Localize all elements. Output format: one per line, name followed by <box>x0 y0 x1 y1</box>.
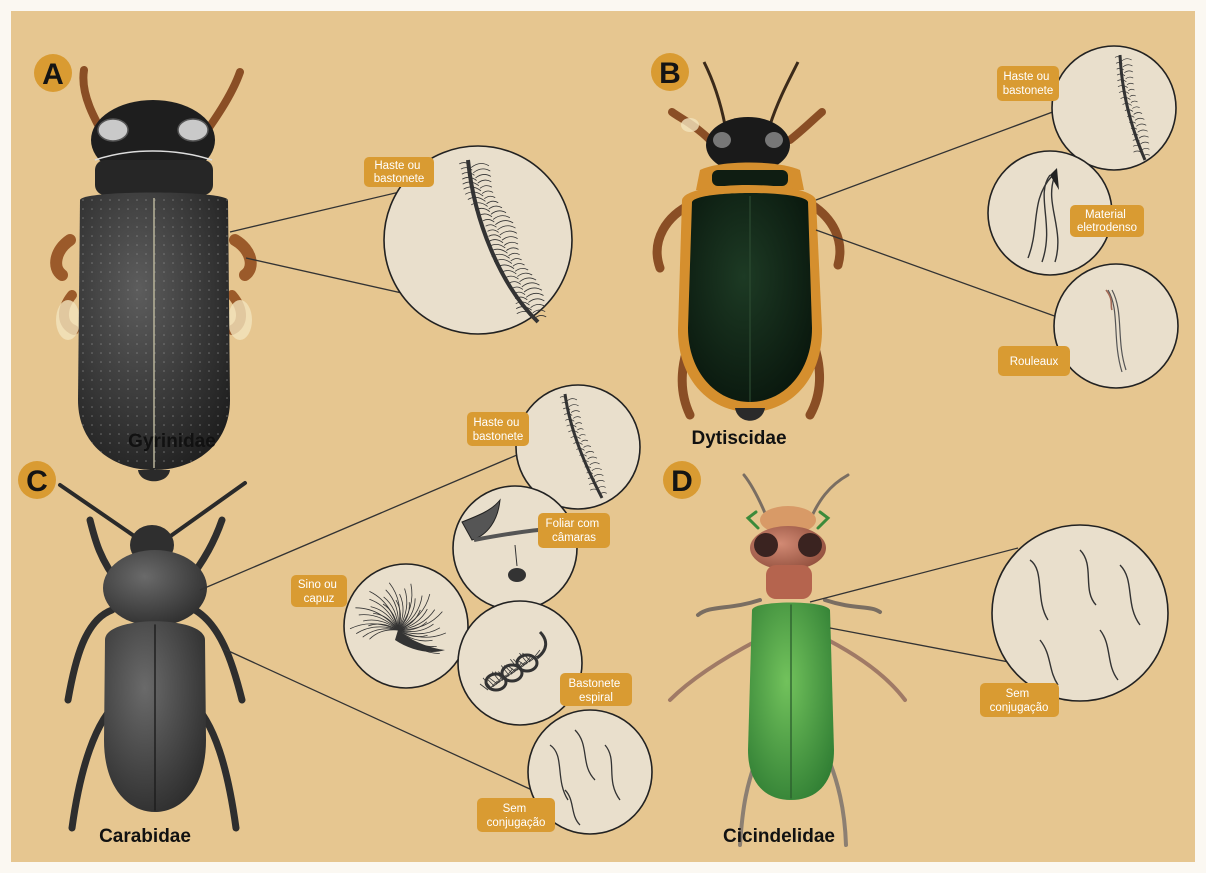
tag-box: Sem conjugação <box>980 683 1059 717</box>
sperm-circle-rod <box>1052 46 1176 170</box>
tag-label-line: bastonete <box>473 431 524 443</box>
tag-label-line: conjugação <box>990 702 1049 714</box>
tag-box: Rouleaux <box>998 346 1070 376</box>
tag-label-line: Haste ou <box>1003 71 1049 83</box>
svg-text:Rouleaux: Rouleaux <box>1010 356 1059 368</box>
sperm-circle-bell <box>344 564 468 688</box>
panel-letter: C <box>26 465 48 498</box>
tag-box: Bastonete espiral <box>560 673 632 706</box>
family-name: Carabidae <box>99 826 191 847</box>
sperm-circle-unpaired <box>992 525 1168 701</box>
tag-label-line: Haste ou <box>473 417 519 429</box>
tag-label-line: câmaras <box>552 532 596 544</box>
tag-box: Haste ou bastonete <box>467 412 529 446</box>
family-name: Gyrinidae <box>128 431 216 452</box>
panel-letter: D <box>671 465 693 498</box>
tag-label-line: Rouleaux <box>1010 356 1059 368</box>
panel-letter: A <box>42 58 64 91</box>
family-name: Dytiscidae <box>691 428 786 449</box>
tag-label-line: Sem <box>503 803 527 815</box>
sperm-circle-rouleaux <box>1054 264 1178 388</box>
tag-box: Material eletrodenso <box>1070 205 1144 237</box>
tag-label-line: bastonete <box>374 173 425 185</box>
svg-text:Material eletrodenso: Material eletrodenso <box>1077 209 1137 234</box>
tag-label-line: Haste ou <box>374 160 420 172</box>
tag-label-line: Foliar com <box>546 518 600 530</box>
tag-label-line: conjugação <box>487 817 546 829</box>
tag-label-line: Material <box>1085 209 1126 221</box>
svg-text:Haste ou bastonete: Haste ou bastonete <box>374 160 425 185</box>
tag-label-line: eletrodenso <box>1077 222 1137 234</box>
tag-label-line: Bastonete <box>569 678 621 690</box>
tag-label-line: Sem <box>1006 688 1030 700</box>
tag-box: Haste ou bastonete <box>997 66 1059 101</box>
tag-label-line: Sino ou <box>298 579 337 591</box>
tag-box: Sino ou capuz <box>291 575 347 607</box>
tag-label-line: espiral <box>579 692 613 704</box>
tag-label-line: bastonete <box>1003 85 1054 97</box>
tag-box: Haste ou bastonete <box>364 157 434 187</box>
tag-box: Foliar com câmaras <box>538 513 610 548</box>
tag-label-line: capuz <box>304 593 335 605</box>
tag-box: Sem conjugação <box>477 798 555 832</box>
sperm-circle-spiral <box>458 601 582 725</box>
family-name: Cicindelidae <box>723 826 835 847</box>
panel-letter: B <box>659 57 681 90</box>
